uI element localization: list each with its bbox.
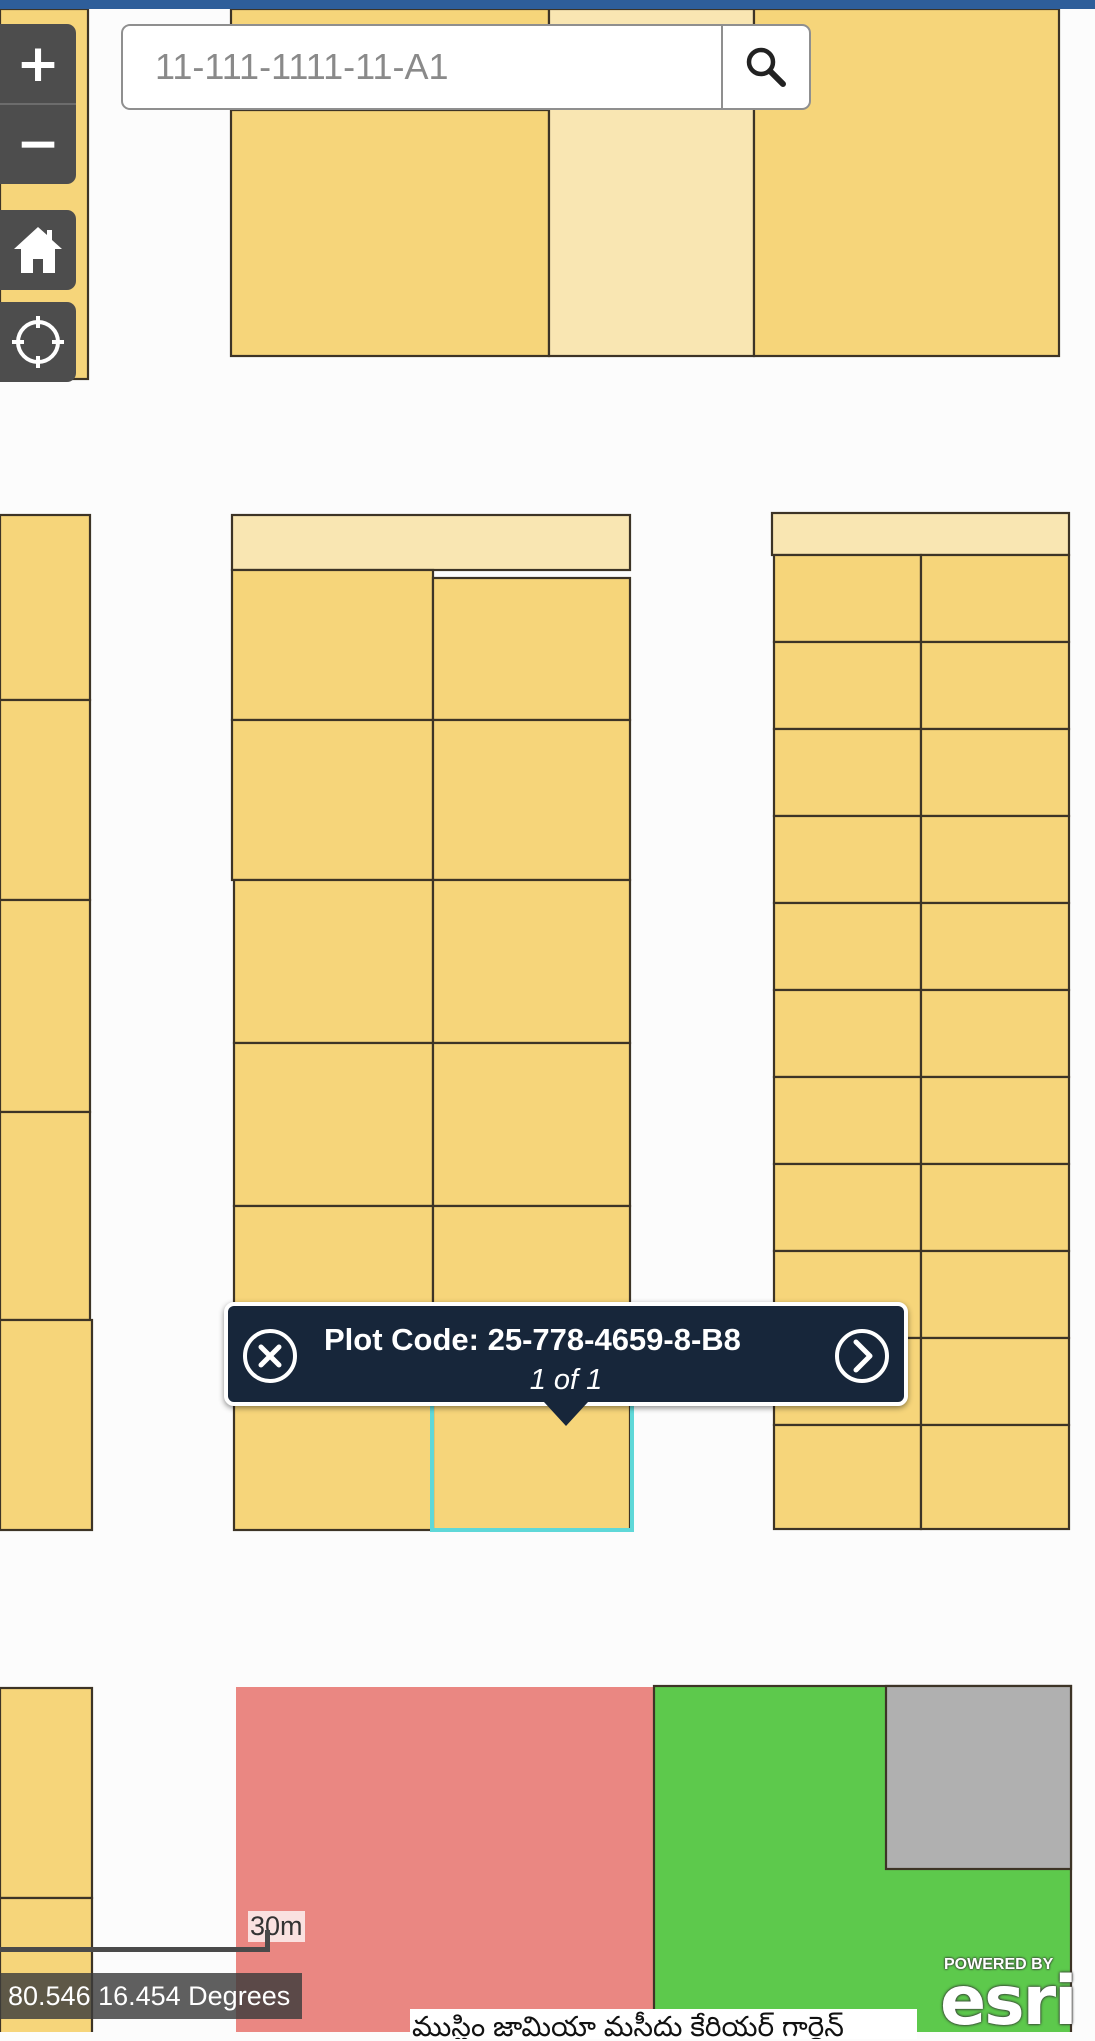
home-icon xyxy=(14,227,62,273)
map-view[interactable] xyxy=(0,9,1095,2032)
parcel xyxy=(772,1162,923,1253)
search-box xyxy=(121,24,811,110)
red-zone xyxy=(236,1687,654,2032)
parcel xyxy=(0,1318,94,1532)
zoom-out-icon: − xyxy=(16,114,60,174)
popup-close-button[interactable] xyxy=(240,1326,300,1386)
parcel xyxy=(919,1249,1071,1340)
scale-bar-label: 30m xyxy=(248,1911,305,1942)
chevron-right-icon xyxy=(835,1329,889,1383)
zoom-divider xyxy=(0,103,76,105)
parcel xyxy=(0,1110,92,1322)
parcel xyxy=(232,1041,435,1208)
home-button[interactable] xyxy=(0,210,76,290)
parcel xyxy=(0,698,92,902)
parcel xyxy=(919,988,1071,1079)
parcel xyxy=(919,1336,1071,1427)
popup-pointer xyxy=(544,1402,588,1426)
esri-logo[interactable]: POWERED BY esri xyxy=(940,1956,1095,2036)
powered-by-label: POWERED BY xyxy=(944,1956,1054,1973)
esri-logo-text: esri xyxy=(940,1962,1077,2041)
parcel xyxy=(431,1041,632,1208)
parcel xyxy=(772,640,923,731)
parcel xyxy=(919,901,1071,992)
parcel xyxy=(0,513,92,702)
popup-next-button[interactable] xyxy=(832,1326,892,1386)
parcel xyxy=(772,988,923,1079)
parcel xyxy=(772,901,923,992)
parcel xyxy=(772,1423,923,1531)
parcel xyxy=(919,553,1071,644)
parcel xyxy=(0,898,92,1114)
locate-button[interactable] xyxy=(0,302,76,382)
map-attribution: ముస్లిం జామియా మసీదు కేరియర్ గార్డెన్ xyxy=(410,2009,917,2039)
search-input[interactable] xyxy=(123,26,721,108)
plot-popup: Plot Code: 25-778-4659-8-B8 1 of 1 xyxy=(224,1302,908,1426)
parcel xyxy=(0,1686,94,1900)
popup-title: Plot Code: 25-778-4659-8-B8 xyxy=(324,1322,741,1357)
parcel xyxy=(772,814,923,905)
app-top-bar xyxy=(0,0,1095,9)
parcel xyxy=(772,553,923,644)
parcel xyxy=(919,1423,1071,1531)
parcel xyxy=(919,727,1071,818)
parcel xyxy=(752,9,1061,358)
zoom-in-button[interactable]: + xyxy=(0,24,76,104)
parcel xyxy=(232,878,435,1045)
parcel xyxy=(919,814,1071,905)
search-button[interactable] xyxy=(721,26,809,108)
parcel xyxy=(919,640,1071,731)
parcel xyxy=(772,727,923,818)
parcel xyxy=(431,878,632,1045)
parcel xyxy=(431,718,632,882)
coordinate-readout: 80.546 16.454 Degrees xyxy=(0,1973,303,2019)
close-icon xyxy=(243,1329,297,1383)
popup-count: 1 of 1 xyxy=(529,1364,603,1396)
parcel xyxy=(919,1075,1071,1166)
parcel xyxy=(919,1162,1071,1253)
search-icon xyxy=(746,47,786,87)
parcel xyxy=(770,511,1071,557)
zoom-in-icon: + xyxy=(16,34,60,94)
parcel xyxy=(431,1204,632,1320)
parcel xyxy=(230,568,435,722)
parcel xyxy=(230,513,632,572)
locate-icon xyxy=(12,316,64,368)
scale-bar-line xyxy=(0,1947,270,1952)
zoom-controls: + − xyxy=(0,24,76,184)
parcel xyxy=(230,718,435,882)
gray-zone xyxy=(884,1684,1073,1871)
zoom-out-button[interactable]: − xyxy=(0,104,76,184)
parcel xyxy=(431,576,632,722)
scale-bar-tick xyxy=(265,1930,270,1952)
parcel xyxy=(772,1075,923,1166)
